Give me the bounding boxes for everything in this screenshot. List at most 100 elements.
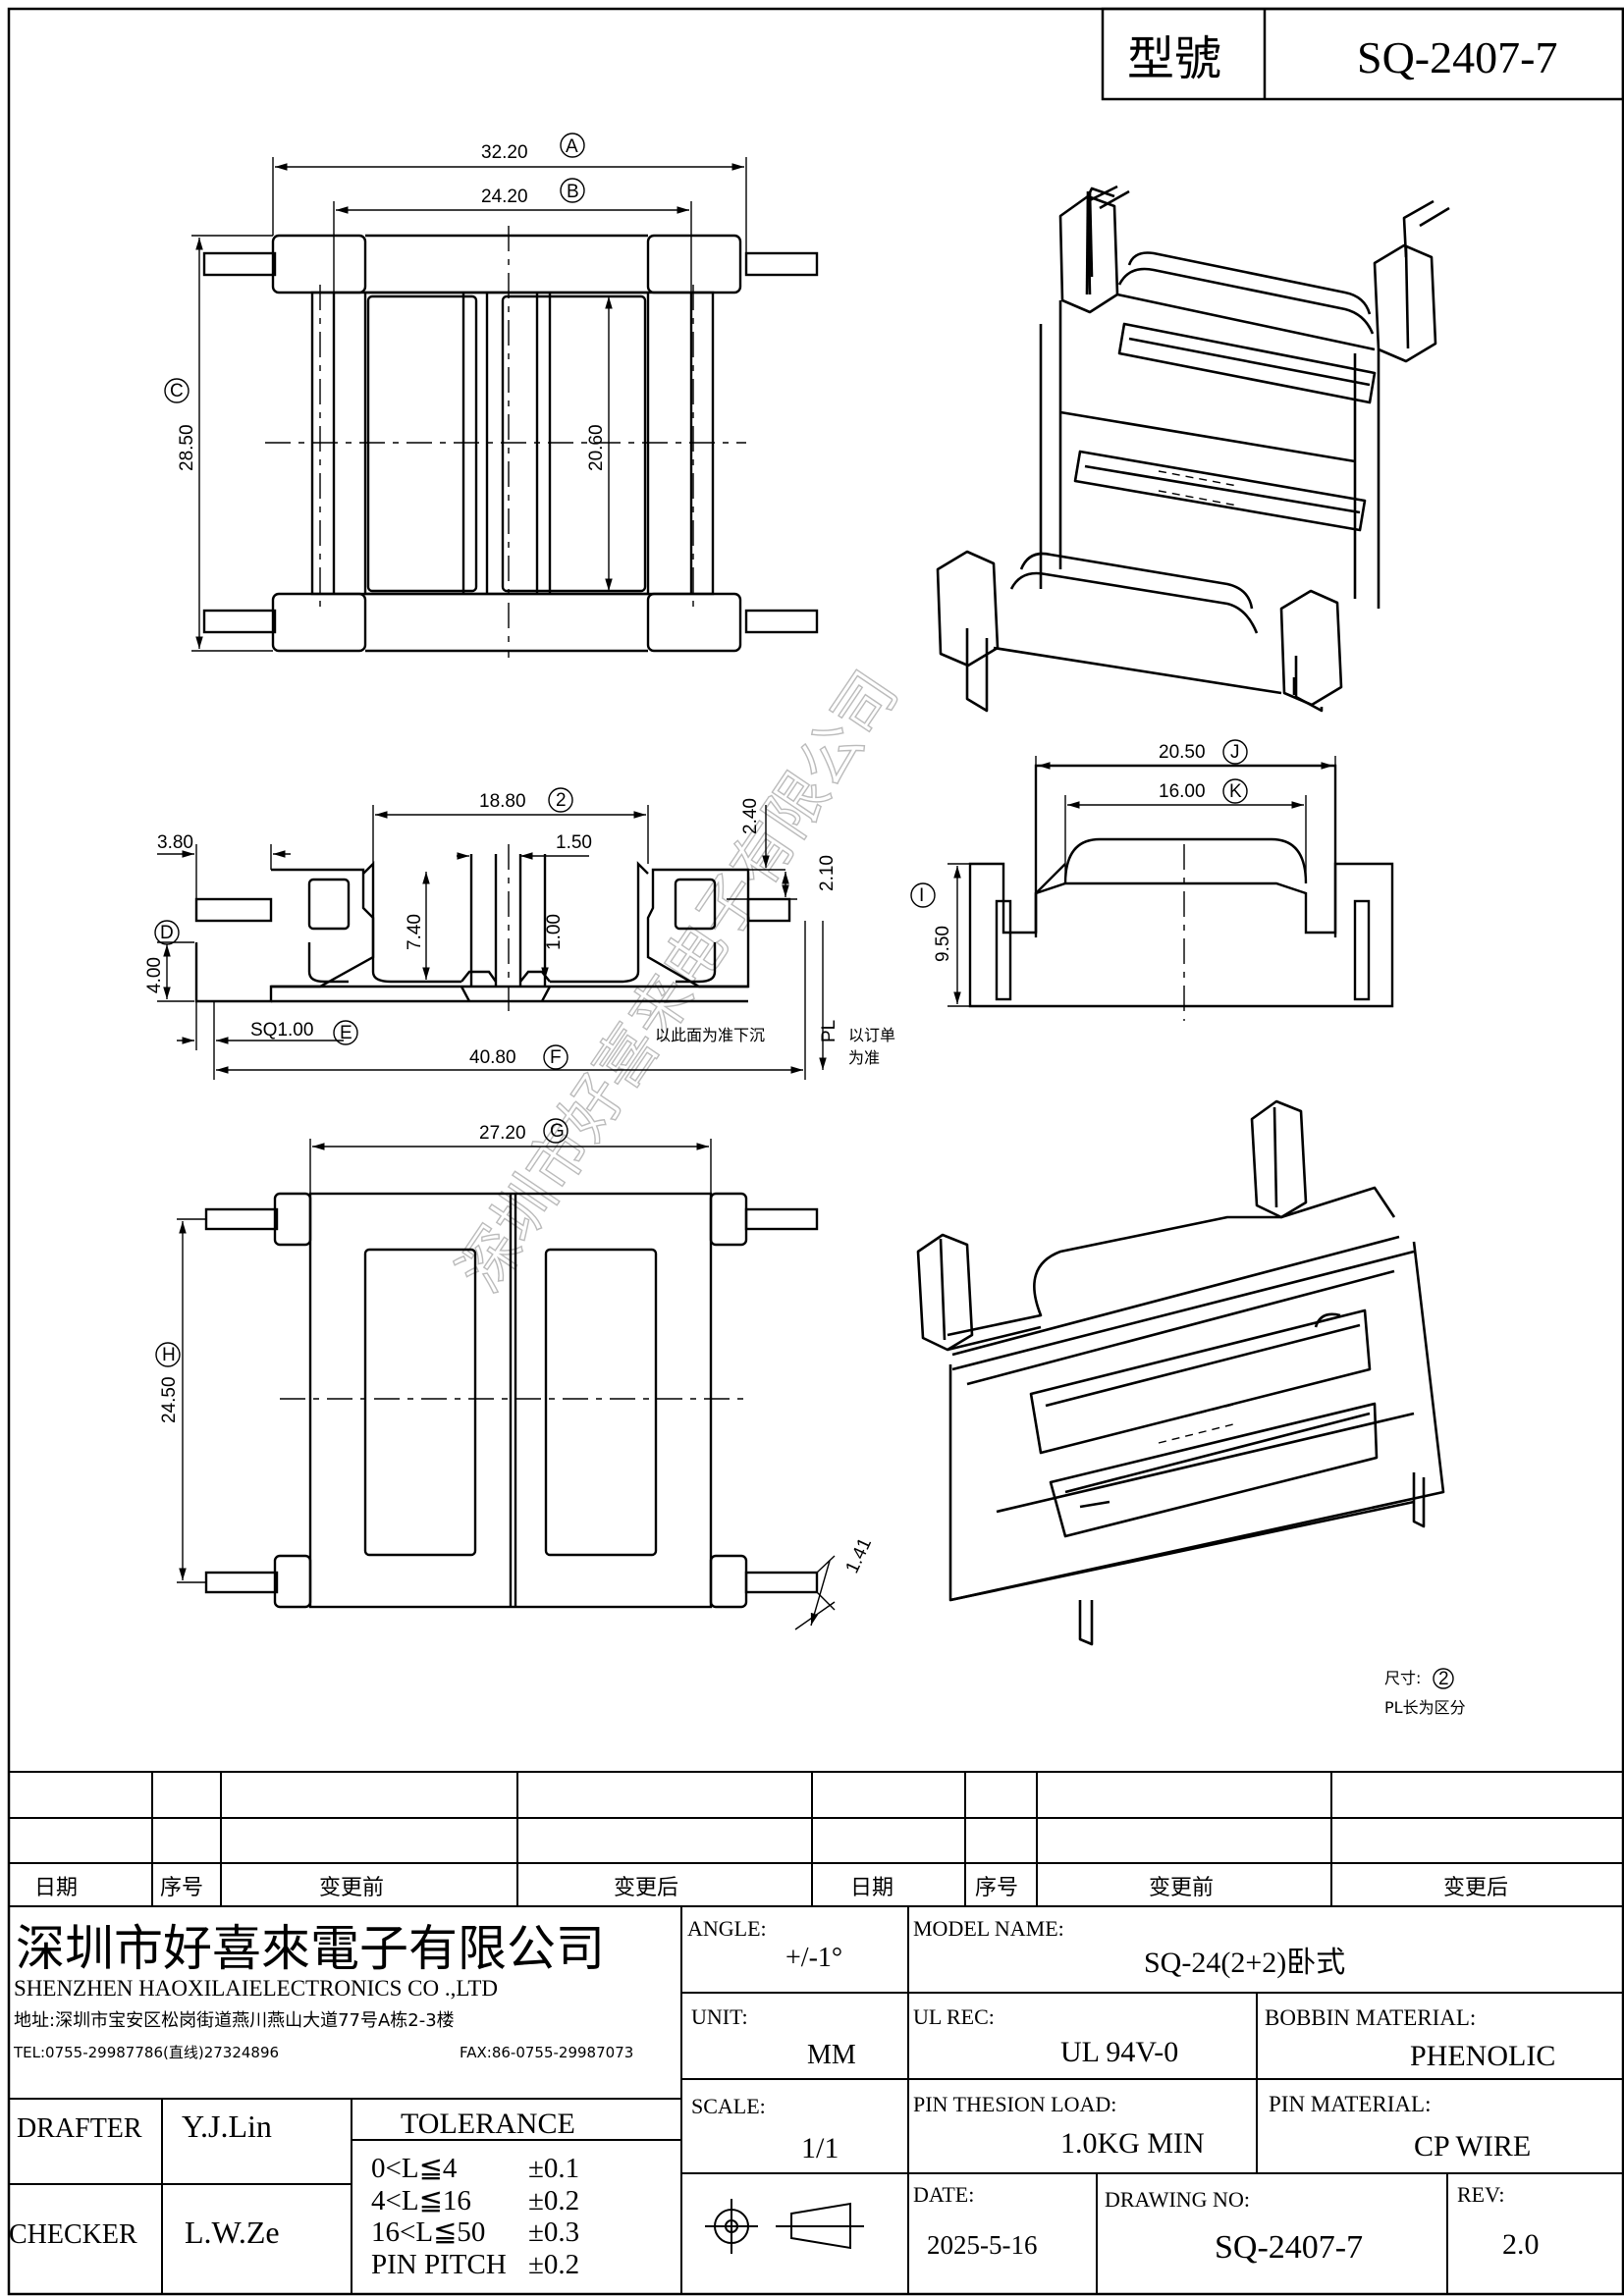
date-label: DATE:: [913, 2182, 974, 2207]
rev-header-after-2: 变更后: [1443, 1876, 1508, 1900]
bottom-view-dimensions: [155, 1118, 836, 1630]
note-size-circle-label: 2: [1438, 1669, 1449, 1689]
isometric-top-view: [936, 185, 1450, 713]
tolerance-range-3: PIN PITCH: [371, 2249, 507, 2280]
tolerance-value-3: ±0.2: [528, 2249, 579, 2280]
bobbin-label: BOBBIN MATERIAL:: [1265, 2005, 1476, 2030]
side-view: [194, 854, 791, 1003]
company-fax: FAX:86-0755-29987073: [460, 2044, 633, 2061]
rev-header-before-1: 变更前: [319, 1876, 384, 1900]
dim-k-label: K: [1229, 781, 1242, 802]
rev-value: 2.0: [1502, 2228, 1540, 2261]
side-view-dimensions: [154, 787, 827, 1080]
dim-h-label: H: [162, 1345, 176, 1365]
dim-2-label: 2: [556, 790, 567, 811]
ul-label: UL REC:: [913, 2004, 995, 2029]
dim-k-value: 16.00: [1159, 781, 1206, 802]
rev-header-seq-1: 序号: [160, 1876, 203, 1900]
dim-b-value: 24.20: [481, 187, 528, 207]
dim-g-label: G: [550, 1121, 565, 1142]
scale-label: SCALE:: [691, 2094, 766, 2118]
rev-header-date-1: 日期: [34, 1876, 78, 1900]
projection-symbol-icon: [705, 2199, 864, 2254]
note-size-circle: [1433, 1668, 1454, 1689]
dim-g-value: 27.20: [479, 1123, 526, 1144]
dim-j-value: 20.50: [1159, 742, 1206, 763]
drawing-no-label: DRAWING NO:: [1105, 2187, 1250, 2212]
bottom-view: [204, 1192, 819, 1609]
drafter-label: DRAFTER: [17, 2113, 142, 2144]
date-value: 2025-5-16: [927, 2230, 1037, 2260]
isometric-bottom-view: [916, 1099, 1445, 1646]
note-bottom-face: 以此面为准下沉: [655, 1026, 765, 1044]
dim-240-value: 2.40: [740, 798, 761, 834]
company-address: 地址:深圳市宝安区松岗街道燕川燕山大道77号A栋2-3楼: [14, 2010, 455, 2031]
rev-header-date-2: 日期: [850, 1876, 893, 1900]
pl-note-1: 以订单: [848, 1026, 895, 1044]
angle-label: ANGLE:: [687, 1916, 767, 1941]
company-name-cn: 深圳市好喜來電子有限公司: [16, 1921, 605, 1976]
model-label: 型號: [1127, 31, 1221, 86]
note-size-line2: PL长为区分: [1384, 1698, 1466, 1717]
rev-header-after-1: 变更后: [614, 1876, 678, 1900]
iso2-dashes: [1158, 1403, 1238, 1444]
rev-header-seq-2: 序号: [975, 1876, 1018, 1900]
end-view-dimensions: [910, 739, 1336, 1007]
company-name-en: SHENZHEN HAOXILAIELECTRONICS CO .,LTD: [14, 1976, 498, 2001]
dim-c-value: 28.50: [177, 424, 197, 471]
rev-header-before-2: 变更前: [1149, 1876, 1214, 1900]
model-name-label: MODEL NAME:: [913, 1916, 1064, 1941]
bobbin-value: PHENOLIC: [1410, 2040, 1555, 2072]
tolerance-title: TOLERANCE: [401, 2108, 575, 2140]
dim-100-value: 1.00: [544, 914, 565, 950]
dim-e-value: SQ1.00: [250, 1020, 313, 1041]
revision-table: [9, 1771, 1623, 1907]
tolerance-value-2: ±0.3: [528, 2216, 579, 2248]
dim-pin-value: 1.41: [841, 1535, 876, 1576]
dim-740-value: 7.40: [405, 914, 425, 950]
tolerance-range-2: 16<L≦50: [371, 2216, 485, 2248]
dim-e-label: E: [340, 1023, 352, 1043]
checker-name: L.W.Ze: [185, 2215, 280, 2250]
dim-h-value: 24.50: [159, 1376, 180, 1423]
dim-b-label: B: [567, 182, 579, 202]
tolerance-range-0: 0<L≦4: [371, 2153, 458, 2184]
dim-a-label: A: [566, 136, 578, 157]
dim-150-value: 1.50: [556, 832, 592, 853]
pl-note-2: 为准: [848, 1048, 880, 1067]
model-header: 型號 SQ-2407-7: [1101, 7, 1624, 101]
pin-load-value: 1.0KG MIN: [1060, 2127, 1205, 2160]
pin-material-label: PIN MATERIAL:: [1269, 2092, 1431, 2116]
pin-material-value: CP WIRE: [1414, 2130, 1531, 2163]
title-block: [9, 1906, 1623, 2294]
dim-a-value: 32.20: [481, 142, 528, 163]
ul-value: UL 94V-0: [1060, 2036, 1178, 2068]
dim-inner-value: 20.60: [586, 424, 607, 471]
unit-label: UNIT:: [691, 2004, 748, 2029]
tolerance-value-1: ±0.2: [528, 2185, 579, 2216]
top-view-centerlines: [265, 226, 746, 658]
outer-frame: [7, 7, 1624, 2296]
drafter-name: Y.J.Lin: [182, 2109, 272, 2144]
dim-d-value: 4.00: [144, 957, 165, 993]
tolerance-range-1: 4<L≦16: [371, 2185, 471, 2216]
dim-c-label: C: [170, 381, 184, 401]
scale-value: 1/1: [801, 2132, 839, 2164]
dim-i-value: 9.50: [933, 926, 953, 962]
top-view-dimensions: [164, 133, 747, 652]
dim-f-value: 40.80: [469, 1047, 516, 1068]
model-number: SQ-2407-7: [1357, 32, 1557, 82]
drawing-no-value: SQ-2407-7: [1215, 2229, 1363, 2266]
dim-210-value: 2.10: [817, 855, 838, 891]
dim-380-value: 3.80: [157, 832, 193, 853]
note-size-line1: 尺寸:: [1384, 1669, 1421, 1687]
dim-i-label: I: [919, 885, 924, 906]
checker-label: CHECKER: [9, 2219, 137, 2250]
unit-value: MM: [807, 2040, 856, 2070]
model-name-value: SQ-24(2+2)卧式: [1144, 1947, 1345, 1979]
dim-j-label: J: [1230, 742, 1240, 763]
tolerance-value-0: ±0.1: [528, 2153, 579, 2184]
pl-label: PL: [819, 1020, 839, 1042]
dim-d-label: D: [160, 923, 174, 943]
